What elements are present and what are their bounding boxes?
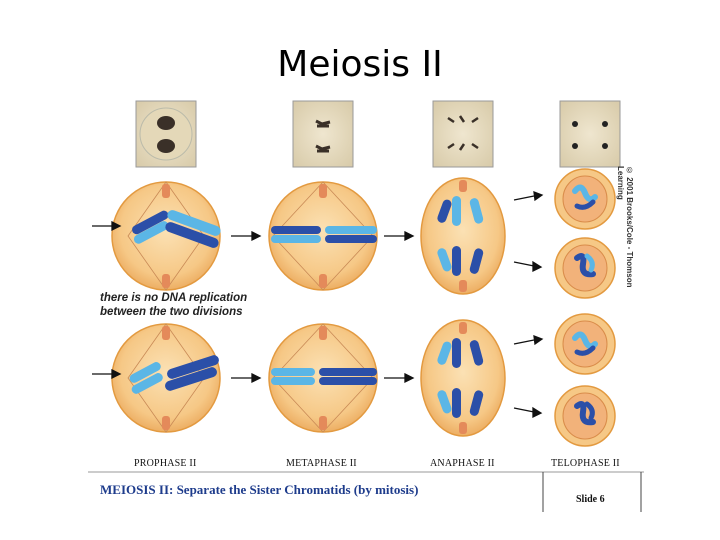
label-metaphase: METAPHASE II	[286, 458, 357, 469]
label-anaphase: ANAPHASE II	[430, 458, 495, 469]
micrograph-telophase	[559, 100, 621, 168]
cell-telophase-4	[554, 385, 616, 447]
micrograph-metaphase	[292, 100, 354, 168]
cell-anaphase-top	[420, 177, 506, 295]
micrograph-anaphase	[432, 100, 494, 168]
cell-telophase-3	[554, 313, 616, 375]
note-line-2: between the two divisions	[100, 306, 243, 318]
slide-title: Meiosis II	[277, 44, 443, 85]
meiosis-diagram	[88, 100, 644, 512]
label-telophase: TELOPHASE II	[551, 458, 620, 469]
label-prophase: PROPHASE II	[134, 458, 197, 469]
arrows	[92, 191, 544, 419]
micrograph-prophase	[135, 100, 197, 168]
cell-telophase-1	[554, 168, 616, 230]
cell-telophase-2	[554, 237, 616, 299]
slide-number-label: Slide 6	[576, 494, 605, 505]
cell-metaphase-bottom	[268, 323, 378, 433]
cell-anaphase-bottom	[420, 319, 506, 437]
cell-prophase-top	[111, 181, 221, 291]
meiosis-figure: there is no DNA replication between the …	[88, 96, 644, 516]
copyright-notice: © 2001 Brooks/Cole - Thomson Learning	[616, 166, 634, 288]
cell-metaphase-top	[268, 181, 378, 291]
cell-prophase-bottom	[111, 323, 221, 433]
note-line-1: there is no DNA replication	[100, 292, 248, 304]
figure-caption: MEIOSIS II: Separate the Sister Chromati…	[100, 482, 419, 497]
